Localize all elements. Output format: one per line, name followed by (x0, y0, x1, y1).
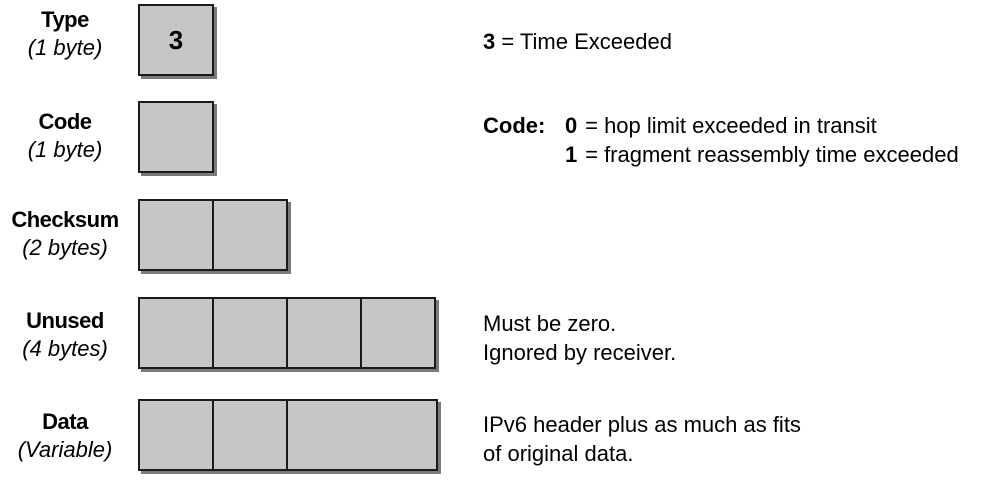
type-byte-box: 3 (138, 4, 214, 76)
code-0-num: 0 (565, 113, 578, 138)
checksum-size: (2 bytes) (22, 235, 108, 260)
type-description-value: 3 (483, 29, 496, 54)
checksum-byte-box (214, 199, 288, 271)
unused-boxes (138, 297, 436, 369)
code-size: (1 byte) (27, 137, 103, 162)
data-name: Data (42, 409, 88, 434)
code-0-text: = hop limit exceeded in transit (579, 113, 877, 138)
data-boxes (138, 399, 438, 471)
type-description-text: = Time Exceeded (495, 29, 672, 54)
type-size: (1 byte) (27, 35, 103, 60)
code-description: Code: 0 = hop limit exceeded in transit … (483, 111, 959, 169)
unused-description: Must be zero. Ignored by receiver. (483, 309, 676, 367)
code-label: Code (1 byte) (0, 108, 130, 164)
unused-name: Unused (26, 308, 104, 333)
unused-byte-box (288, 297, 362, 369)
data-size: (Variable) (17, 437, 113, 462)
checksum-name: Checksum (11, 207, 119, 232)
data-label: Data (Variable) (0, 408, 130, 464)
unused-byte-box (138, 297, 214, 369)
data-description-line1: IPv6 header plus as much as fits (483, 412, 801, 437)
data-description: IPv6 header plus as much as fits of orig… (483, 410, 801, 468)
type-label: Type (1 byte) (0, 6, 130, 62)
type-description: 3 = Time Exceeded (483, 27, 672, 56)
unused-description-line2: Ignored by receiver. (483, 340, 677, 365)
code-description-key: Code: (483, 113, 546, 138)
code-byte-box (138, 101, 214, 173)
unused-size: (4 bytes) (22, 336, 108, 361)
code-name: Code (38, 109, 93, 134)
type-boxes: 3 (138, 4, 214, 76)
data-variable-box (288, 399, 438, 471)
unused-description-line1: Must be zero. (483, 311, 617, 336)
unused-label: Unused (4 bytes) (0, 307, 130, 363)
checksum-byte-box (138, 199, 214, 271)
data-description-line2: of original data. (483, 441, 634, 466)
code-1-num: 1 (565, 142, 578, 167)
unused-byte-box (362, 297, 436, 369)
checksum-boxes (138, 199, 288, 271)
unused-byte-box (214, 297, 288, 369)
data-byte-box (138, 399, 214, 471)
code-1-text: = fragment reassembly time exceeded (579, 142, 959, 167)
checksum-label: Checksum (2 bytes) (0, 206, 130, 262)
data-byte-box (214, 399, 288, 471)
code-boxes (138, 101, 214, 173)
type-name: Type (41, 7, 89, 32)
